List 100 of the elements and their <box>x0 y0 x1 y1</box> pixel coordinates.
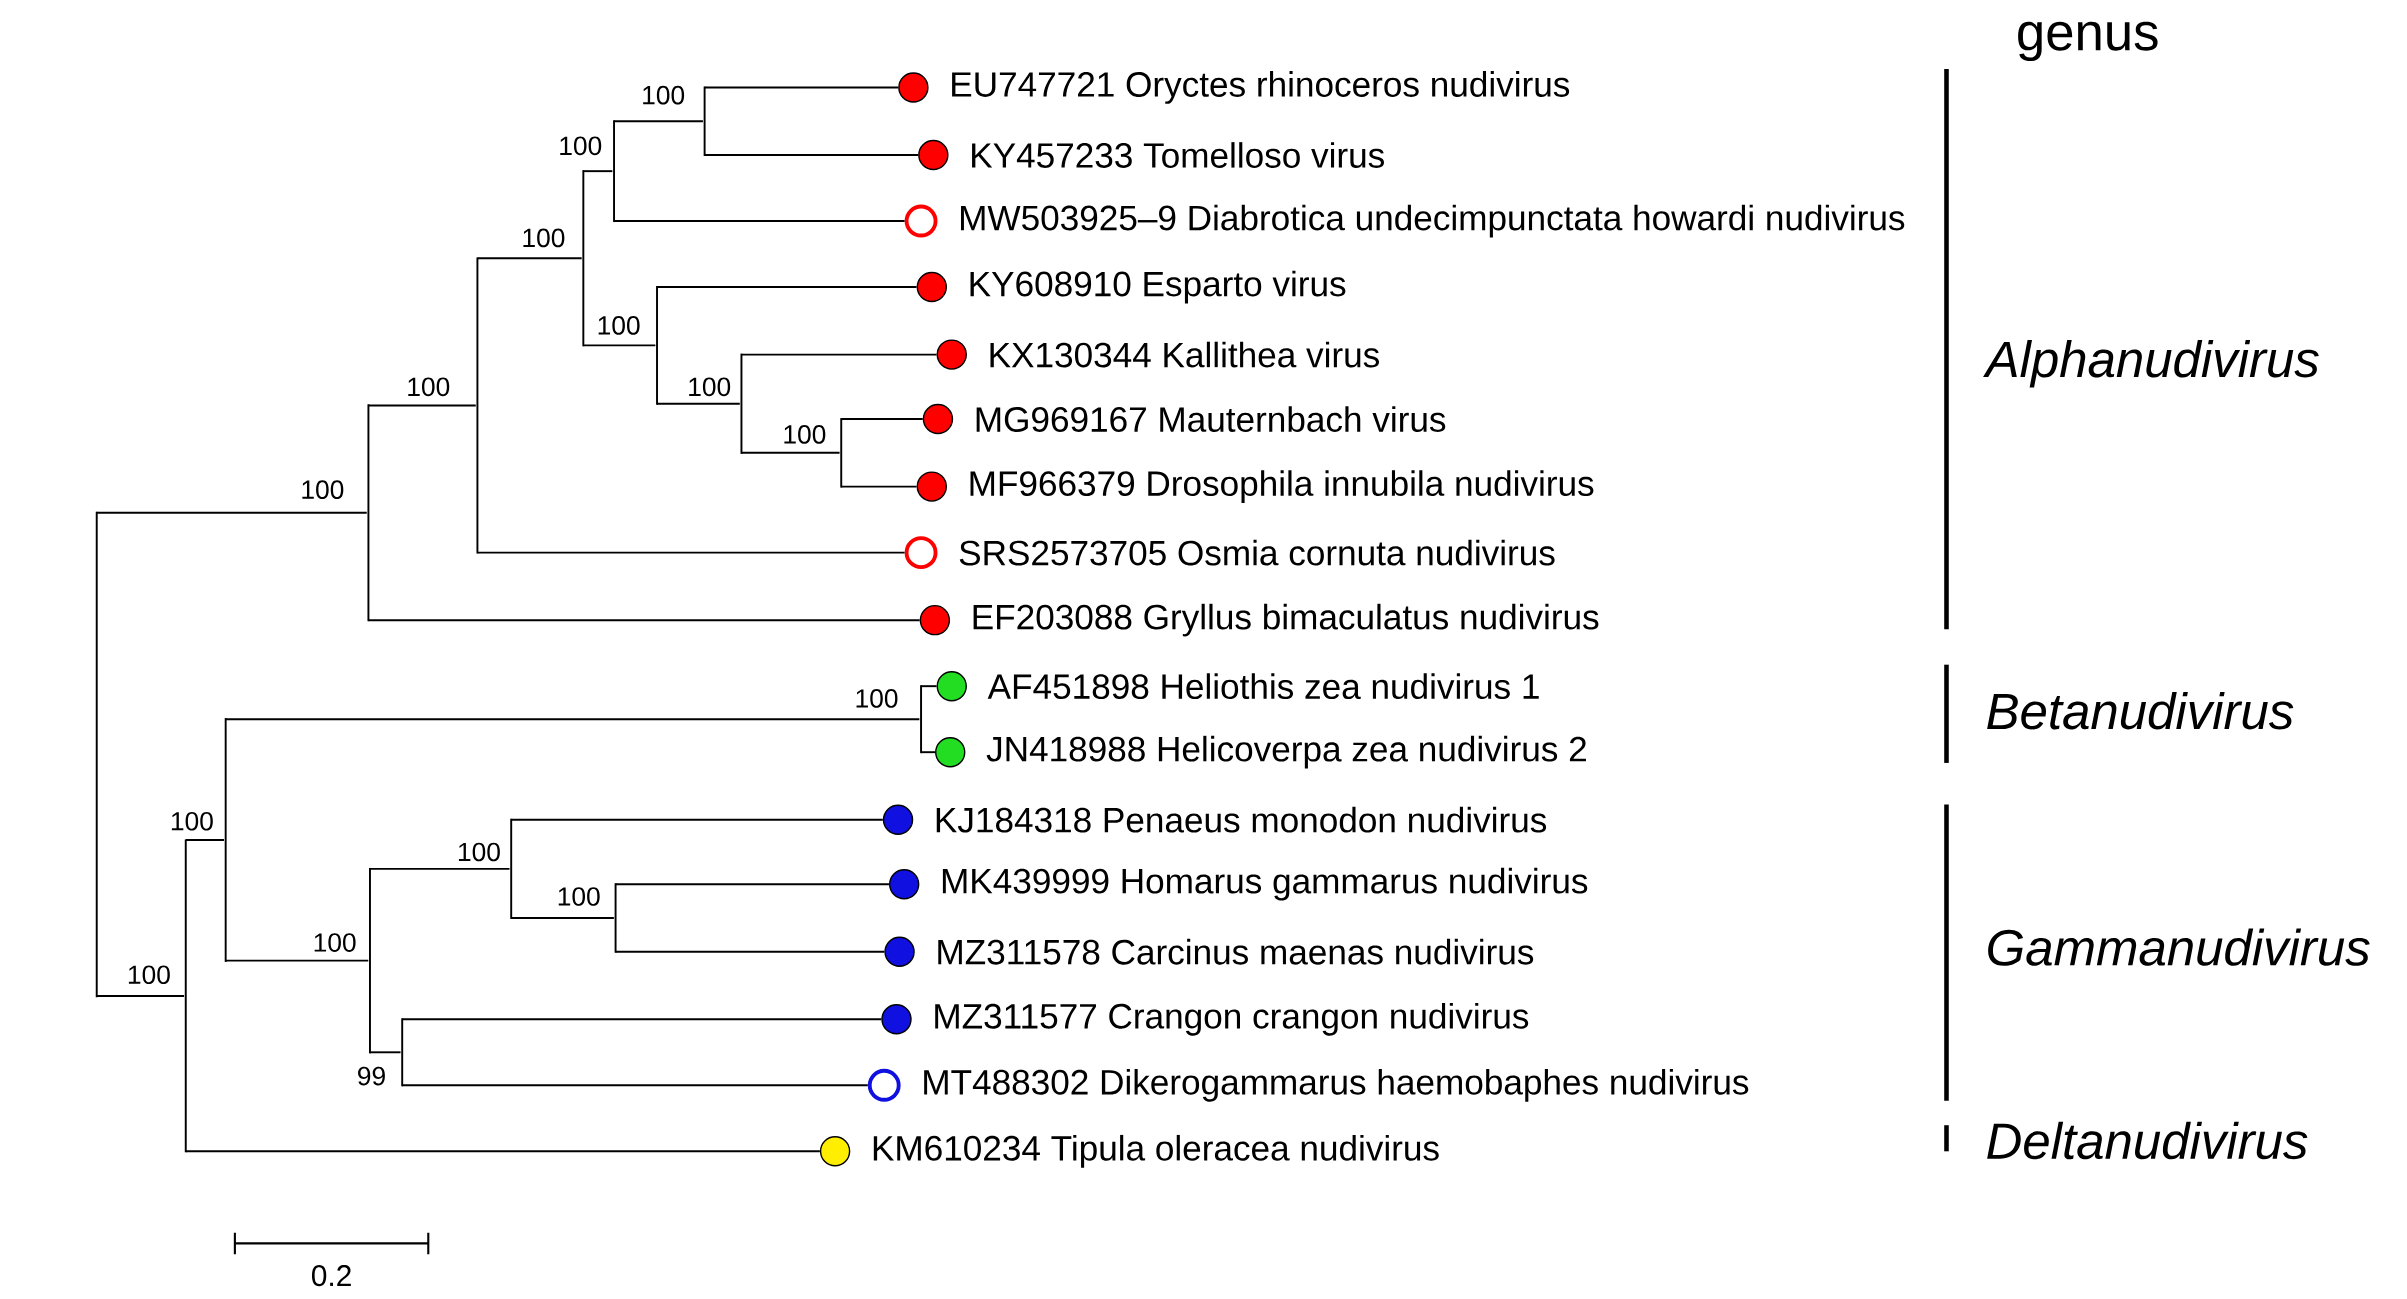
taxon-label: MK439999 Homarus gammarus nudivirus <box>942 868 1588 901</box>
tree-branch <box>95 995 186 998</box>
taxon-label: MF966379 Drosophila innubila nudivirus <box>970 470 1594 504</box>
bootstrap-value: 99 <box>358 1066 385 1086</box>
tree-branch <box>582 170 614 173</box>
genus-name: Deltanudivirus <box>1987 1122 2308 1160</box>
bootstrap-value: 100 <box>171 812 213 831</box>
bootstrap-value: 100 <box>458 842 500 862</box>
taxon-marker <box>904 204 938 238</box>
bootstrap-value: 100 <box>784 425 826 444</box>
taxon-marker <box>882 804 914 836</box>
branch-line <box>740 353 743 454</box>
tree-branch <box>656 402 741 405</box>
branch-line <box>184 839 187 1153</box>
taxon-marker <box>936 671 967 702</box>
taxon-marker <box>819 1136 851 1167</box>
taxon-marker <box>904 536 938 570</box>
taxon-label: MZ311578 Carcinus maenas nudivirus <box>938 939 1534 965</box>
tree-branch <box>401 1018 883 1021</box>
tree-branch <box>614 950 886 953</box>
branch-line <box>613 120 615 223</box>
tree-branch <box>184 1150 821 1153</box>
taxon-marker <box>916 471 947 502</box>
tree-branch <box>703 86 900 89</box>
bootstrap-value: 100 <box>856 689 898 708</box>
taxon-label: MT488302 Dikerogammarus haemobaphes nudivirus <box>924 1069 1749 1102</box>
branch-line <box>510 818 513 920</box>
bootstrap-value: 100 <box>128 965 170 985</box>
tree-branch <box>367 619 921 622</box>
taxon-label: AF451898 Heliothis zea nudivirus 1 <box>987 673 1539 700</box>
tree-branch <box>401 1084 869 1087</box>
bootstrap-value: 100 <box>302 480 344 500</box>
bootstrap-value: 100 <box>598 316 640 335</box>
bootstrap-value: 100 <box>643 86 685 105</box>
taxon-label: KM610234 Tipula oleracea nudivirus <box>873 1135 1439 1168</box>
tree-branch <box>367 404 477 407</box>
tree-branch <box>740 452 841 454</box>
tree-branch <box>369 868 511 870</box>
genus-name: Gammanudivirus <box>1988 928 2370 966</box>
tree-branch <box>614 883 890 886</box>
branch-line <box>95 511 98 998</box>
tree-branch <box>476 551 906 554</box>
bootstrap-value: 100 <box>560 136 602 156</box>
tree-branch <box>920 751 936 754</box>
tree-branch <box>369 1051 402 1054</box>
bootstrap-value: 100 <box>523 228 565 248</box>
scale-label: 0.2 <box>312 1265 351 1287</box>
tree-branch <box>740 353 938 356</box>
genus-name: Alphanudivirus <box>1983 340 2319 388</box>
tree-branch <box>95 511 368 514</box>
bootstrap-value: 100 <box>689 377 731 397</box>
branch-line <box>840 418 843 488</box>
branch-line <box>367 404 370 622</box>
tree-branch <box>613 120 704 123</box>
branch-line <box>614 883 617 953</box>
branch-line <box>476 257 479 554</box>
taxon-marker <box>936 339 967 370</box>
tree-branch <box>703 154 920 157</box>
branch-line <box>224 718 227 963</box>
taxon-label: MW503925–9 Diabrotica undecimpunctata howardi nudivirus <box>961 204 1905 238</box>
bootstrap-value: 100 <box>408 377 450 397</box>
taxon-marker <box>935 737 966 768</box>
taxon-marker <box>888 869 920 900</box>
bootstrap-value: 100 <box>558 887 600 906</box>
tree-branch <box>510 917 615 920</box>
tree-branch <box>840 418 924 421</box>
taxon-label: KJ184318 Penaeus monodon nudivirus <box>936 807 1547 833</box>
taxon-label: EF203088 Gryllus bimaculatus nudivirus <box>973 603 1599 637</box>
taxon-label: MZ311577 Crangon crangon nudivirus <box>935 1003 1529 1036</box>
branch-line <box>703 86 706 157</box>
tree-branch <box>476 257 583 260</box>
branch-line <box>369 868 371 1054</box>
tree-branch <box>840 485 918 488</box>
taxon-label: EU747721 Oryctes rhinoceros nudivirus <box>952 71 1570 105</box>
column-heading: genus <box>2018 22 2158 62</box>
taxon-marker <box>881 1004 912 1035</box>
taxon-label: KY457233 Tomelloso virus <box>972 142 1384 169</box>
tree-branch <box>224 959 370 962</box>
taxon-label: KX130344 Kallithea virus <box>990 341 1379 368</box>
taxon-marker <box>916 272 947 303</box>
branch-line <box>582 170 585 347</box>
taxon-marker <box>919 605 951 636</box>
taxon-marker <box>898 72 929 103</box>
tree-branch <box>920 685 938 688</box>
taxon-marker <box>884 936 915 968</box>
branch-line <box>401 1018 404 1087</box>
taxon-marker <box>918 140 949 171</box>
branch-line <box>656 286 658 405</box>
taxon-label: JN418988 Helicoverpa zea nudivirus 2 <box>986 736 1586 769</box>
taxon-label: KY608910 Esparto virus <box>970 270 1346 304</box>
branch-line <box>920 685 923 754</box>
bootstrap-value: 100 <box>314 933 356 953</box>
genus-name: Betanudivirus <box>1987 692 2294 730</box>
taxon-label: SRS2573705 Osmia cornuta nudivirus <box>959 539 1555 566</box>
tree-branch <box>656 286 918 289</box>
tree-branch <box>224 718 921 721</box>
tree-branch <box>613 220 906 223</box>
tree-branch <box>184 839 225 842</box>
taxon-marker <box>922 404 954 435</box>
tree-branch <box>582 344 657 347</box>
